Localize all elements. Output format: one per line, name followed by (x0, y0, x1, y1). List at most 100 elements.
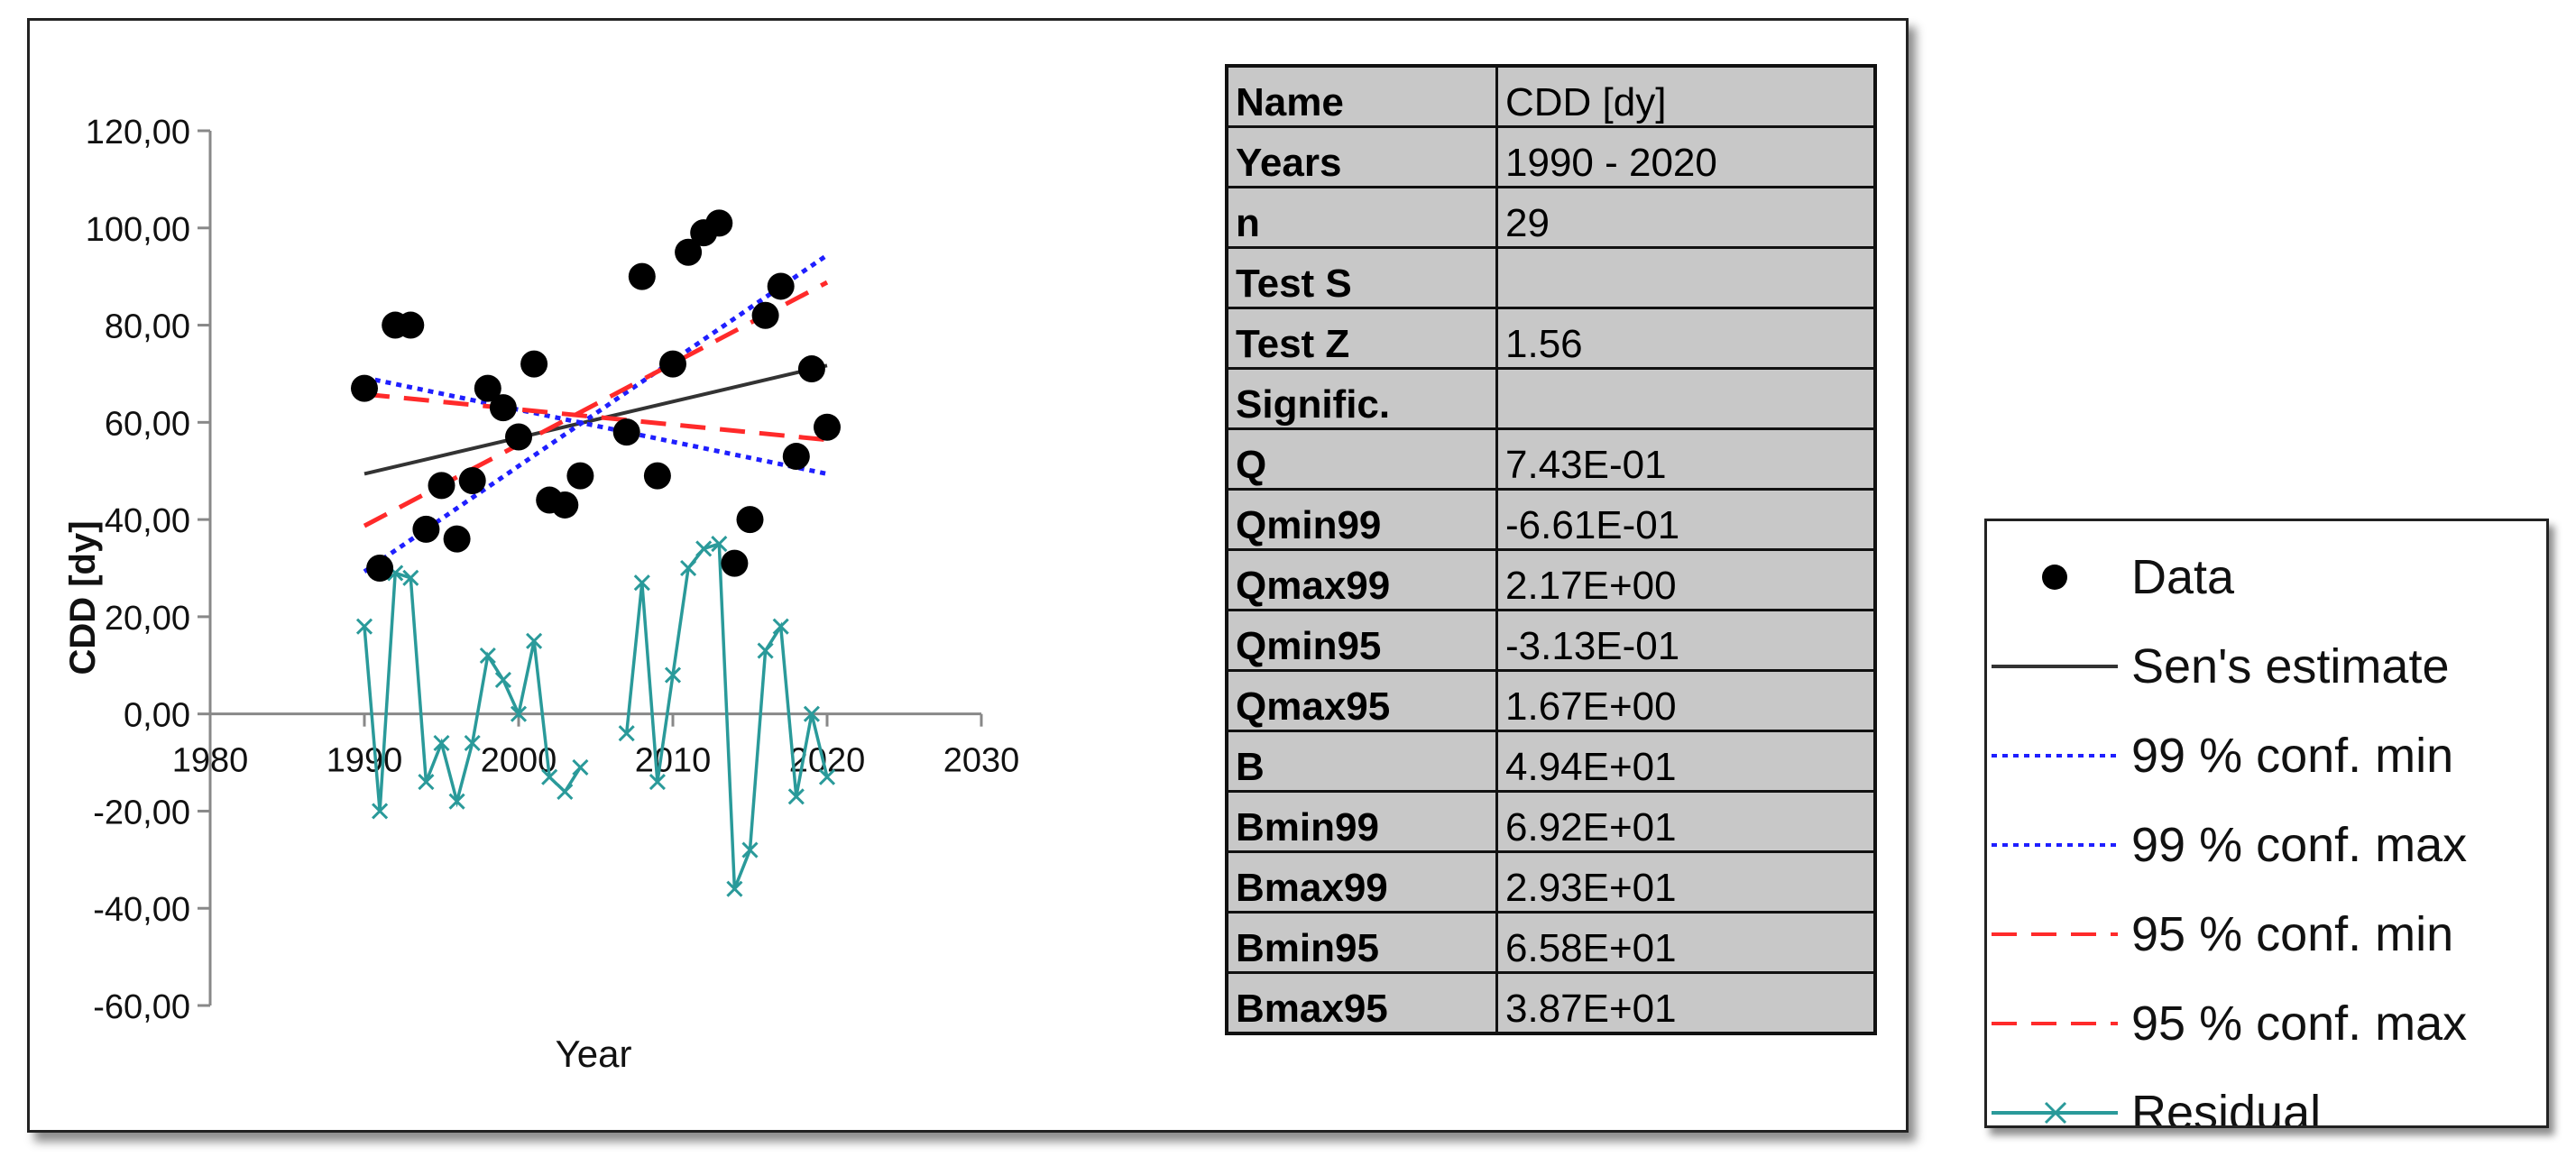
trend-line-95-conf-min (363, 391, 828, 443)
stats-value-cell: 2.17E+00 (1495, 548, 1877, 611)
residual-marker-stroke (633, 574, 650, 592)
stats-name-cell: Test Z (1225, 307, 1498, 370)
stats-value-cell (1495, 246, 1877, 309)
residual-marker (664, 666, 682, 684)
data-point (489, 394, 517, 422)
x-tick-label: 2030 (943, 742, 1020, 780)
residual-marker (572, 758, 589, 776)
stats-name-cell: Qmin99 (1225, 488, 1498, 551)
residual-marker-stroke (757, 642, 774, 659)
legend-item: 99 % conf. max (1992, 818, 2467, 872)
stats-row: Qmin95-3.13E-01 (1225, 609, 1877, 672)
data-point (505, 423, 532, 451)
legend-label: Residual (2131, 1086, 2321, 1125)
residual-marker-stroke (418, 774, 435, 791)
legend-item: Residual (1992, 1086, 2321, 1125)
data-point (705, 209, 733, 237)
residual-marker (372, 803, 389, 820)
stats-row: Qmin99-6.61E-01 (1225, 488, 1877, 551)
stats-name-cell: B (1225, 730, 1498, 793)
data-point (675, 238, 703, 266)
legend-item: 95 % conf. min (1992, 907, 2453, 961)
residual-marker (787, 788, 805, 805)
legend-label: 95 % conf. min (2131, 907, 2453, 961)
data-point (721, 549, 749, 577)
residual-marker-stroke (494, 671, 511, 689)
residual-marker (633, 574, 650, 592)
residual-marker-stroke (680, 559, 697, 577)
stats-value-cell: 3.87E+01 (1495, 971, 1877, 1035)
data-point (814, 413, 841, 441)
stats-name-cell: Qmax99 (1225, 548, 1498, 611)
residual-marker (757, 642, 774, 659)
residual-marker (402, 569, 419, 586)
stats-row: Years 1990 - 2020 (1225, 125, 1877, 188)
stats-name-cell: Bmin95 (1225, 911, 1498, 974)
stats-value-cell: -3.13E-01 (1495, 609, 1877, 672)
stats-name-cell: Q (1225, 427, 1498, 491)
residual-marker (464, 734, 481, 752)
residual-marker-stroke (448, 793, 465, 810)
residual-marker-stroke (649, 774, 666, 791)
legend-label: 99 % conf. min (2131, 729, 2453, 783)
y-tick-label: 100,00 (86, 211, 190, 249)
residual-marker (803, 705, 820, 722)
residual-marker-stroke (664, 666, 682, 684)
residual-marker-stroke (526, 632, 543, 649)
legend-label: 95 % conf. max (2131, 996, 2467, 1051)
legend-dot-marker (2042, 565, 2067, 590)
residual-marker-stroke (618, 725, 635, 742)
data-point (428, 472, 455, 500)
stats-name-cell: Years (1225, 125, 1498, 188)
residual-marker-stroke (572, 758, 589, 776)
data-point (659, 350, 686, 378)
residual-marker (818, 768, 836, 785)
stats-row: Signific. (1225, 367, 1877, 430)
x-tick-label: 1990 (327, 742, 403, 780)
residual-marker-stroke (387, 565, 404, 582)
residual-marker (418, 774, 435, 791)
stats-value-cell: 7.43E-01 (1495, 427, 1877, 491)
residual-marker-stroke (510, 705, 528, 722)
residual-marker (618, 725, 635, 742)
residual-marker-stroke (787, 788, 805, 805)
residual-marker (711, 535, 728, 553)
residual-marker (526, 632, 543, 649)
legend-item: Data (2042, 550, 2235, 604)
stats-value-cell: 6.58E+01 (1495, 911, 1877, 974)
stats-value-cell: 2.93E+01 (1495, 850, 1877, 914)
legend-item: 99 % conf. min (1992, 729, 2453, 783)
legend-label: Sen's estimate (2131, 639, 2449, 693)
residual-marker (772, 618, 789, 635)
data-point (797, 355, 825, 383)
stats-name-cell: Bmax99 (1225, 850, 1498, 914)
residual-marker (494, 671, 511, 689)
legend-label: 99 % conf. max (2131, 818, 2467, 872)
residual-marker (541, 768, 558, 785)
stats-value-cell: 6.92E+01 (1495, 790, 1877, 853)
y-tick-label: 60,00 (105, 405, 190, 443)
residual-marker-stroke (541, 768, 558, 785)
data-point (782, 443, 810, 471)
residual-marker-stroke (818, 768, 836, 785)
stats-name-cell: Test S (1225, 246, 1498, 309)
residual-marker (448, 793, 465, 810)
residual-marker (726, 880, 743, 897)
residual-marker-stroke (372, 803, 389, 820)
residual-marker-stroke (433, 734, 450, 752)
legend-item: 95 % conf. max (1992, 996, 2467, 1051)
residual-marker-stroke (803, 705, 820, 722)
stats-name-cell: Bmax95 (1225, 971, 1498, 1035)
data-point (366, 555, 394, 582)
legend-item: Sen's estimate (1992, 639, 2449, 693)
residual-marker (355, 618, 373, 635)
residual-marker-stroke (479, 647, 496, 665)
stats-value-cell (1495, 367, 1877, 430)
legend-x-marker (2044, 1101, 2067, 1125)
